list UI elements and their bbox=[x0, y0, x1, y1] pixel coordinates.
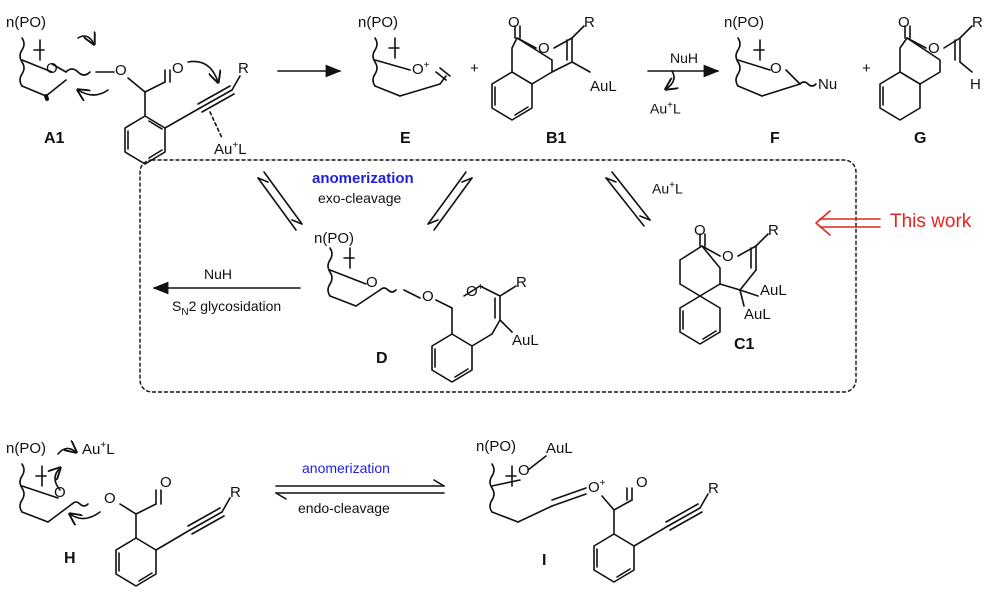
gold-bound-oxygen-label: O bbox=[518, 462, 530, 479]
ring-oxygen-label: O bbox=[538, 40, 550, 57]
compound-e-structure bbox=[372, 37, 451, 97]
gold-catalyst-label: Au+L bbox=[652, 180, 683, 197]
oxocarbenium-label: O+ bbox=[588, 478, 606, 496]
gold-ligand-label: AuL bbox=[546, 440, 573, 457]
gold-catalyst-label: Au+L bbox=[214, 140, 247, 158]
gold-ligand-label: AuL bbox=[590, 78, 617, 95]
compound-c1-structure bbox=[679, 233, 769, 345]
carbonyl-oxygen-label: O bbox=[898, 14, 910, 31]
substituent-r-label: R bbox=[516, 274, 527, 291]
reagent-nuh: NuH bbox=[670, 50, 699, 66]
protecting-group-label: n(PO) bbox=[6, 440, 47, 457]
compound-d-structure bbox=[327, 247, 517, 383]
ester-oxygen-label: O bbox=[115, 62, 127, 79]
protecting-group-label: n(PO) bbox=[724, 14, 765, 31]
substituent-r-label: R bbox=[238, 60, 249, 77]
ring-oxygen-label: O bbox=[722, 248, 734, 265]
protecting-group-label: n(PO) bbox=[358, 14, 399, 31]
equilibrium-h-i bbox=[275, 479, 445, 500]
compound-i-structure bbox=[489, 455, 709, 583]
glycosidic-oxygen-label: O bbox=[422, 288, 434, 305]
compound-label-g: G bbox=[914, 130, 927, 147]
equilibrium-e-d bbox=[427, 171, 473, 231]
equilibrium-a1-d bbox=[257, 171, 303, 231]
compound-label-d: D bbox=[376, 350, 388, 367]
oxocarbenium-label: O+ bbox=[412, 60, 430, 78]
carbonyl-oxygen-label: O bbox=[160, 474, 172, 491]
callout-arrow bbox=[815, 210, 881, 236]
substituent-r-label: R bbox=[584, 14, 595, 31]
gold-ligand-label: AuL bbox=[512, 332, 539, 349]
equilibrium-b1-c1 bbox=[605, 171, 651, 227]
ring-oxygen-label: O bbox=[46, 60, 58, 77]
protecting-group-label: n(PO) bbox=[6, 14, 47, 31]
pyrylium-oxygen-label: O+ bbox=[466, 282, 484, 300]
compound-f-structure bbox=[735, 37, 817, 97]
substituent-r-label: R bbox=[708, 480, 719, 497]
compound-label-b1: B1 bbox=[546, 130, 567, 147]
compound-label-i: I bbox=[542, 552, 547, 569]
carbonyl-oxygen-label: O bbox=[172, 60, 184, 77]
substituent-r-label: R bbox=[768, 222, 779, 239]
anomerization-label: anomerization bbox=[312, 170, 414, 187]
ring-oxygen-label: O bbox=[928, 40, 940, 57]
ring-oxygen-label: O bbox=[366, 274, 378, 291]
compound-label-h: H bbox=[64, 550, 76, 567]
gold-ligand-label: AuL bbox=[744, 306, 771, 323]
carbonyl-oxygen-label: O bbox=[508, 14, 520, 31]
ester-oxygen-label: O bbox=[104, 490, 116, 507]
gold-ligand-label: AuL bbox=[760, 282, 787, 299]
ring-oxygen-label: O bbox=[770, 60, 782, 77]
carbonyl-oxygen-label: O bbox=[694, 222, 706, 239]
substituent-r-label: R bbox=[972, 14, 983, 31]
protecting-group-label: n(PO) bbox=[476, 438, 517, 455]
carbonyl-oxygen-label: O bbox=[636, 474, 648, 491]
compound-label-f: F bbox=[770, 130, 780, 147]
compound-a1-structure bbox=[19, 36, 241, 165]
gold-catalyst-label: Au+L bbox=[82, 440, 115, 458]
compound-label-c1: C1 bbox=[734, 336, 755, 353]
protecting-group-label: n(PO) bbox=[314, 230, 355, 247]
sn2-glycosidation-label: SN2 glycosidation bbox=[172, 298, 282, 318]
exo-cleavage-label: exo-cleavage bbox=[318, 190, 402, 206]
plus-sign: + bbox=[862, 60, 871, 77]
endo-cleavage-label: endo-cleavage bbox=[298, 500, 390, 516]
compound-b1-structure bbox=[491, 25, 591, 121]
gold-catalyst-label: Au+L bbox=[650, 100, 681, 117]
this-work-callout: This work bbox=[890, 211, 972, 232]
reagent-nuh: NuH bbox=[204, 266, 233, 282]
compound-label-a1: A1 bbox=[44, 130, 65, 147]
ring-oxygen-label: O bbox=[54, 484, 66, 501]
nucleophile-label: Nu bbox=[818, 76, 838, 93]
substituent-r-label: R bbox=[230, 484, 241, 501]
compound-g-structure bbox=[879, 25, 973, 121]
compound-label-e: E bbox=[400, 130, 411, 147]
anomerization-label: anomerization bbox=[302, 460, 390, 476]
hydrogen-label: H bbox=[970, 76, 981, 93]
mechanism-box bbox=[139, 159, 857, 393]
compound-h-structure bbox=[19, 448, 231, 587]
plus-sign: + bbox=[470, 60, 479, 77]
